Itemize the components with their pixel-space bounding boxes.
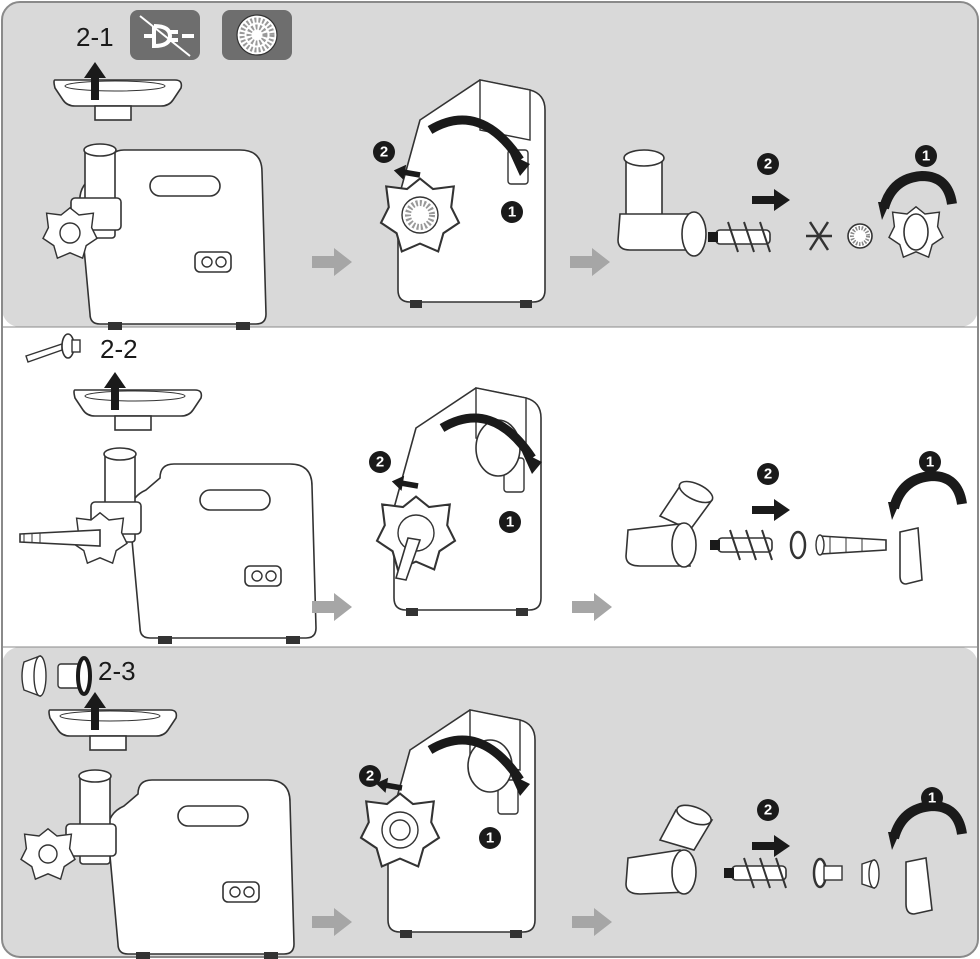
mincer-2-2-angled	[375, 387, 542, 617]
mincing-plate-icon	[222, 10, 292, 60]
kebbe-former-icon	[57, 656, 92, 696]
mincer-2-1	[42, 62, 267, 331]
svg-text:2: 2	[380, 144, 388, 161]
mincer-2-2	[19, 372, 317, 645]
panel-2-3: 2-3 2 1	[20, 654, 962, 959]
mincer-2-1-angled	[379, 79, 546, 309]
kebbe-cone-icon	[21, 654, 47, 698]
step-2-badge-center-3: 2	[359, 765, 381, 787]
step-2-badge-right-1: 2	[757, 153, 779, 175]
exploded-parts-2-1	[617, 149, 952, 258]
mincer-2-3	[20, 692, 295, 959]
step-2-badge-center-1: 2	[373, 141, 395, 163]
svg-text:1: 1	[928, 790, 936, 807]
exploded-parts-2-2	[625, 476, 962, 585]
svg-text:1: 1	[486, 830, 494, 847]
svg-text:2: 2	[764, 156, 772, 173]
svg-text:1: 1	[506, 514, 514, 531]
step-1-badge-center-2: 1	[499, 511, 521, 533]
panel-2-1: 2-1	[42, 10, 952, 331]
panel-label-2-2: 2-2	[100, 334, 138, 364]
step-1-badge-right-2: 1	[919, 451, 941, 473]
panel-2-2: 2-2 2 1	[19, 333, 962, 645]
sausage-nozzle-icon	[25, 333, 81, 363]
svg-text:2: 2	[764, 466, 772, 483]
step-1-badge-center-3: 1	[479, 827, 501, 849]
svg-text:2: 2	[366, 768, 374, 785]
svg-text:1: 1	[922, 148, 930, 165]
svg-text:2: 2	[376, 454, 384, 471]
exploded-parts-2-3	[625, 801, 962, 915]
svg-text:1: 1	[926, 454, 934, 471]
step-2-badge-center-2: 2	[369, 451, 391, 473]
step-1-badge-right-1: 1	[915, 145, 937, 167]
svg-text:2: 2	[764, 802, 772, 819]
step-2-badge-right-3: 2	[757, 799, 779, 821]
step-2-badge-right-2: 2	[757, 463, 779, 485]
mincer-2-3-angled	[359, 709, 536, 939]
step-1-badge-right-3: 1	[921, 787, 943, 809]
panel-label-2-1: 2-1	[76, 22, 114, 52]
svg-text:1: 1	[508, 204, 516, 221]
step-1-badge-center-1: 1	[501, 201, 523, 223]
unplug-icon	[130, 10, 200, 60]
panel-label-2-3: 2-3	[98, 656, 136, 686]
